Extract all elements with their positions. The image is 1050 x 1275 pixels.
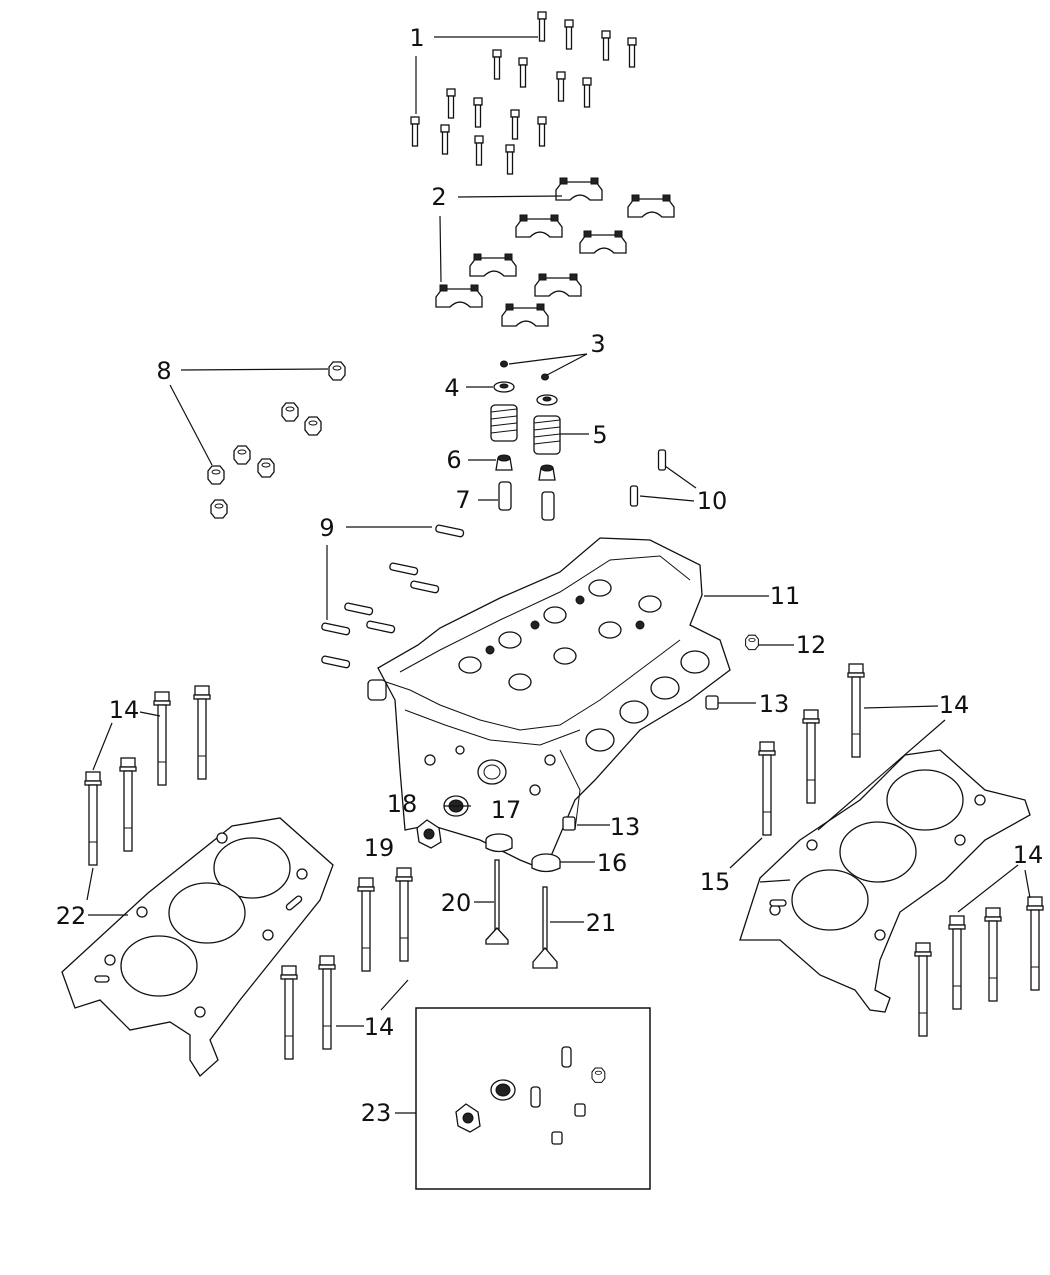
cylinder-head-11	[367, 537, 731, 871]
bolts-group-1	[410, 11, 637, 175]
callout-7: 7	[455, 486, 470, 514]
callout-5: 5	[592, 421, 607, 449]
callout-22: 22	[56, 902, 87, 930]
callout-1: 1	[409, 24, 424, 52]
callout-14-left-upper: 14	[109, 696, 140, 724]
callout-11: 11	[770, 582, 801, 610]
callout-10: 10	[697, 487, 728, 515]
callout-3: 3	[590, 330, 605, 358]
callout-23: 23	[361, 1099, 392, 1127]
callout-18: 18	[387, 790, 418, 818]
callout-13-upper: 13	[759, 690, 790, 718]
callout-17: 17	[491, 796, 522, 824]
leader-lines	[86, 36, 1031, 1114]
callout-14-right-upper: 14	[939, 691, 970, 719]
callout-20: 20	[441, 889, 472, 917]
callout-19: 19	[364, 834, 395, 862]
nuts-group-8	[207, 361, 346, 519]
camshaft-caps-group-2	[435, 177, 675, 327]
callout-15: 15	[700, 868, 731, 896]
callout-8: 8	[156, 357, 171, 385]
callout-14-right-lower: 14	[1013, 841, 1044, 869]
callout-6: 6	[446, 446, 461, 474]
callout-labels: 1 2 3 4 5 6 7 8 9 10 11 12 13 13 14 14 1…	[56, 24, 1044, 1127]
callout-4: 4	[444, 374, 459, 402]
callout-14-left-lower: 14	[364, 1013, 395, 1041]
plug-12	[745, 634, 759, 651]
repair-kit-23	[415, 1007, 651, 1190]
callout-9: 9	[319, 514, 334, 542]
callout-12: 12	[796, 631, 827, 659]
plugs-13	[562, 695, 719, 831]
callout-16: 16	[597, 849, 628, 877]
valve-train-group	[490, 360, 561, 521]
callout-2: 2	[431, 183, 446, 211]
head-gasket-22	[61, 817, 334, 1077]
callout-13-lower: 13	[610, 813, 641, 841]
head-gasket-15	[739, 749, 1031, 1013]
valve-parts-group	[416, 795, 561, 969]
callout-21: 21	[586, 909, 617, 937]
